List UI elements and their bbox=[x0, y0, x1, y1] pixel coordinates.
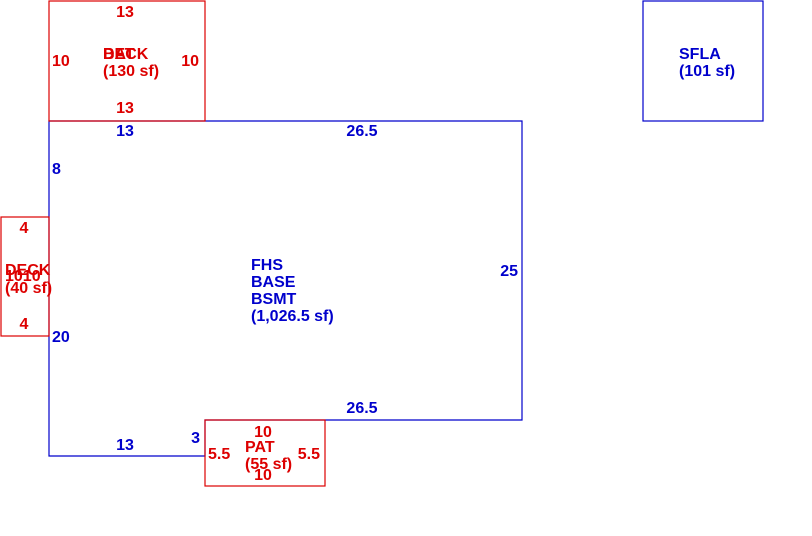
left-deck-dim-top: 4 bbox=[20, 220, 29, 237]
main-dim-bottom-right: 26.5 bbox=[346, 400, 377, 417]
top-deck-label-overlay: BAT bbox=[103, 46, 135, 63]
left-deck-label-line-1: DECK bbox=[5, 262, 51, 279]
patio-dim-bottom: 10 bbox=[254, 467, 272, 484]
main-area-label-line-4: (1,026.5 sf) bbox=[251, 308, 334, 325]
top-deck-dim-right: 10 bbox=[181, 53, 199, 70]
main-dim-left-upper: 8 bbox=[52, 161, 61, 178]
top-deck-label-line-2: (130 sf) bbox=[103, 63, 159, 80]
sfla-label-line-2: (101 sf) bbox=[679, 63, 735, 80]
left-deck-label-line-2: (40 sf) bbox=[5, 280, 52, 297]
top-deck-label-line-1: DECK bbox=[103, 46, 149, 63]
top-deck-dim-bottom: 13 bbox=[116, 100, 134, 117]
left-deck-label-overlay: 1010 bbox=[5, 268, 41, 285]
patio-dim-right: 5.5 bbox=[298, 446, 320, 463]
patio-dim-top: 10 bbox=[254, 424, 272, 441]
patio-dim-left: 5.5 bbox=[208, 446, 230, 463]
main-area-label-line-1: FHS bbox=[251, 257, 283, 274]
main-dim-top-left: 13 bbox=[116, 123, 134, 140]
patio-label-line-1: PAT bbox=[245, 439, 275, 456]
main-dim-top-right: 26.5 bbox=[346, 123, 377, 140]
main-area-label-line-2: BASE bbox=[251, 274, 296, 291]
sfla-box-outline bbox=[642, 0, 764, 122]
main-dim-right: 25 bbox=[500, 263, 518, 280]
main-dim-left-lower: 20 bbox=[52, 329, 70, 346]
left-deck-outline bbox=[0, 216, 50, 337]
patio-label-line-2: (55 sf) bbox=[245, 456, 292, 473]
main-dim-bottom-left: 13 bbox=[116, 437, 134, 454]
top-deck-outline bbox=[48, 0, 206, 122]
sfla-label-line-1: SFLA bbox=[679, 46, 721, 63]
main-dim-notch: 3 bbox=[191, 430, 200, 447]
main-area-label-line-3: BSMT bbox=[251, 291, 297, 308]
patio-outline bbox=[204, 419, 326, 487]
top-deck-dim-top: 13 bbox=[116, 4, 134, 21]
left-deck-dim-bottom: 4 bbox=[20, 316, 29, 333]
top-deck-dim-left: 10 bbox=[52, 53, 70, 70]
